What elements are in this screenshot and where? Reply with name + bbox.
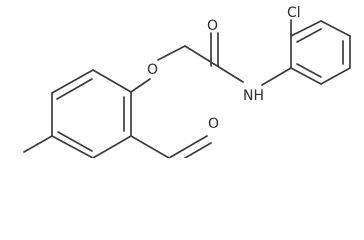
ether-oxygen-atom: O	[147, 62, 158, 78]
left-benzene-ring	[51, 69, 132, 158]
bond-nh-ring	[261, 67, 292, 86]
bond	[56, 78, 93, 100]
bond-ring-cho	[130, 135, 170, 158]
bond-aldehyde-co	[168, 135, 208, 158]
bond	[92, 135, 132, 158]
bond	[51, 69, 94, 94]
bond	[290, 67, 322, 85]
bond	[57, 131, 93, 152]
bond	[296, 63, 322, 78]
chemical-structure-diagram: Cl O O O NH Cl	[23, 5, 351, 158]
right-benzene-ring	[290, 20, 351, 85]
aldehyde-oxygen-atom: O	[208, 116, 219, 132]
bond	[296, 28, 322, 43]
bond-carbonyl-nh	[213, 63, 244, 83]
bond	[320, 20, 351, 37]
nh-group: NH	[243, 88, 264, 104]
bond-ring-cl	[23, 135, 53, 153]
bond-ch2-carbonyl	[184, 45, 215, 65]
bond	[320, 67, 351, 85]
bond-oether-ch2	[157, 45, 186, 61]
bond	[51, 135, 94, 158]
chlorine-atom-top: Cl	[287, 5, 301, 21]
bond-aldehyde-co-double	[183, 142, 212, 158]
bond	[290, 20, 322, 37]
bond	[92, 69, 132, 93]
bond-ring-oether	[130, 78, 151, 93]
carbonyl-oxygen-atom: O	[207, 18, 218, 34]
